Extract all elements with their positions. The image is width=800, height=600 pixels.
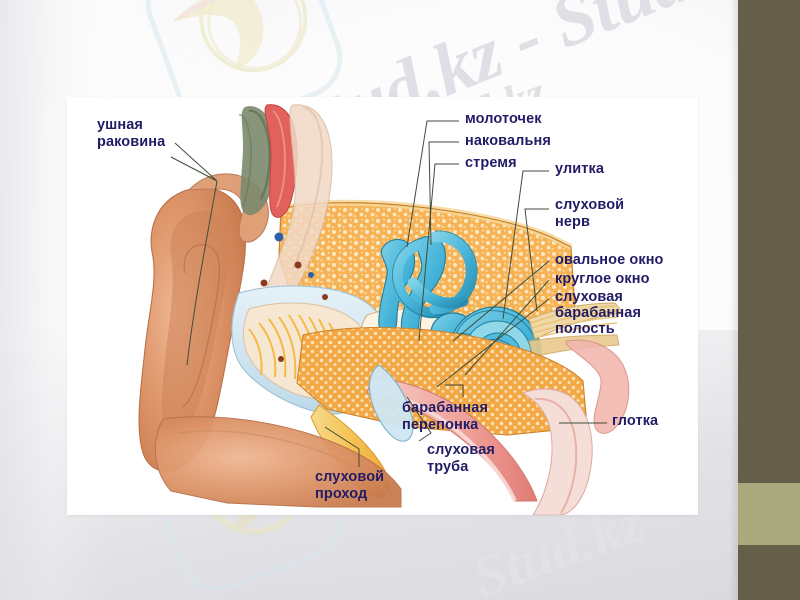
semicircular-canals xyxy=(391,231,477,319)
pharynx-upper xyxy=(565,339,630,434)
label-ear-canal: слуховой проход xyxy=(315,469,385,502)
leader-tympanic-cavity xyxy=(436,298,550,388)
ear-anatomy-figure: ушная раковина молоточек наковальня стре… xyxy=(67,97,698,515)
label-round-window: круглое окно xyxy=(555,271,650,287)
label-incus: наковальня xyxy=(465,133,551,149)
label-eardrum: барабанная перепонка xyxy=(402,400,489,433)
pharynx-wall xyxy=(521,388,593,515)
scalp-layer-line xyxy=(292,106,324,270)
label-auditory-nerve: слуховой нерв xyxy=(555,197,625,230)
leader-oval-window xyxy=(452,260,550,342)
lower-skin-line xyxy=(178,430,390,496)
leader-lines xyxy=(170,120,607,467)
leader-auricle-arrow xyxy=(170,142,218,182)
pharynx-inner-line xyxy=(534,397,578,514)
sidebar-edge-shadow xyxy=(730,0,738,600)
leader-auditory-nerve xyxy=(524,208,549,312)
label-oval-window: овальное окно xyxy=(555,252,664,268)
leader-stapes xyxy=(418,163,459,342)
blood-vessels xyxy=(260,232,328,362)
leader-ear-canal xyxy=(324,426,360,467)
leader-cochlea xyxy=(502,170,549,320)
auricle-antihelix xyxy=(182,244,221,408)
leader-eustachian-tube xyxy=(406,396,432,442)
sidebar-band-dark-bottom xyxy=(738,545,800,600)
sidebar-band-dark-top xyxy=(738,0,800,483)
label-malleus: молоточек xyxy=(465,111,542,127)
label-tympanic-cavity: слуховая барабанная полость xyxy=(555,289,642,337)
leader-eardrum xyxy=(445,384,464,397)
tympanic-membrane xyxy=(368,364,414,442)
auricle-inner-fold xyxy=(161,210,231,437)
label-auricle: ушная раковина xyxy=(97,117,166,150)
label-eustachian-tube: слуховая труба xyxy=(427,442,495,475)
semicircular-canals-outline xyxy=(391,230,478,318)
ear-anatomy-image-panel[interactable]: ушная раковина молоточек наковальня стре… xyxy=(67,97,698,515)
sidebar-decoration xyxy=(730,0,800,600)
lower-skin-tissue xyxy=(154,416,402,508)
label-pharynx: глотка xyxy=(612,413,659,429)
auditory-nerve-bundle xyxy=(528,302,624,358)
ear-anatomy-drawing xyxy=(138,104,630,515)
label-cochlea: улитка xyxy=(555,161,605,177)
leader-auricle xyxy=(186,180,218,366)
muscle-striation xyxy=(272,110,287,208)
leader-round-window xyxy=(464,279,550,376)
sidebar-band-light xyxy=(738,483,800,545)
leader-malleus xyxy=(406,120,459,248)
label-stapes: стремя xyxy=(465,155,517,171)
temporal-bone-lower xyxy=(296,326,588,436)
